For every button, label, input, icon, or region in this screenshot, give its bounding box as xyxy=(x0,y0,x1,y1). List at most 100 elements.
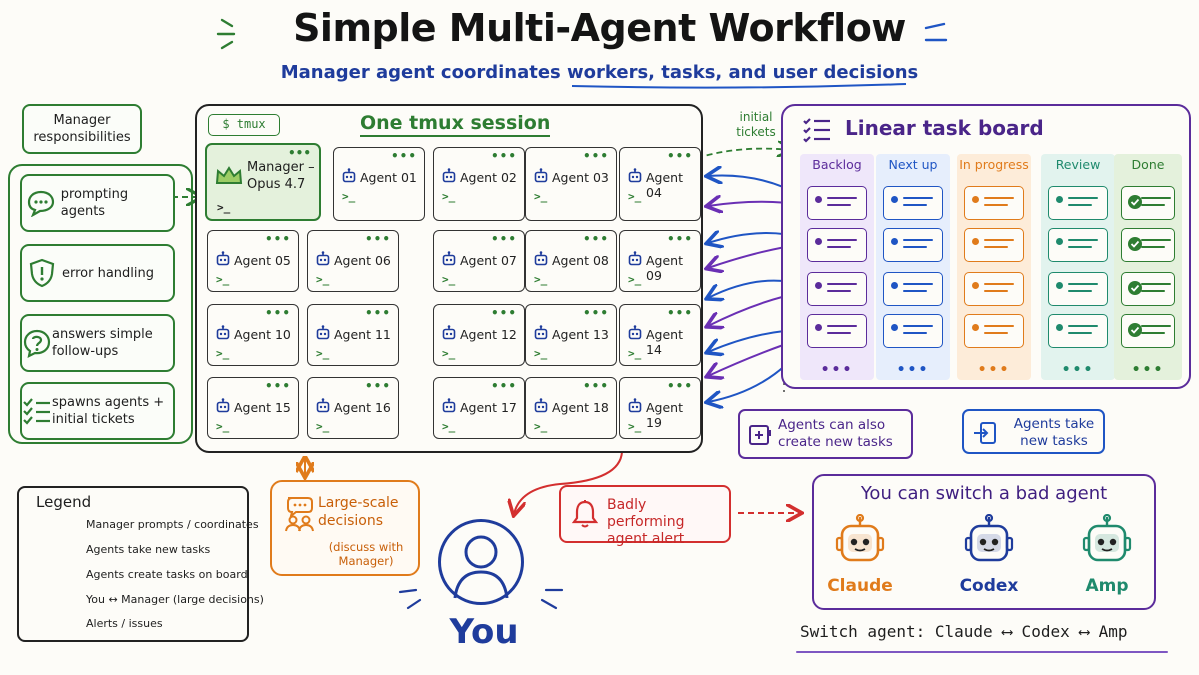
pane-menu-icon: ••• xyxy=(264,306,291,320)
terminal-prompt: >_ xyxy=(628,420,642,433)
robot-icon xyxy=(216,398,230,418)
agent-name: Agent 15 xyxy=(234,400,291,415)
agent-name: Agent 05 xyxy=(234,253,291,268)
agent-name: Agent 08 xyxy=(552,253,609,268)
agent-pane[interactable]: •••Agent 19>_ xyxy=(619,377,701,439)
more-icon: ••• xyxy=(977,362,1011,378)
agent-pane[interactable]: •••Agent 03>_ xyxy=(525,147,617,221)
switch-title: You can switch a bad agent xyxy=(860,483,1108,504)
card-line xyxy=(1141,283,1171,285)
agent-pane[interactable]: •••Agent 06>_ xyxy=(307,230,399,292)
robot-icon xyxy=(534,398,548,418)
terminal-prompt: >_ xyxy=(534,190,548,203)
card-line xyxy=(1141,290,1165,292)
terminal-prompt: >_ xyxy=(442,273,456,286)
initial-tickets-label: initial tickets xyxy=(736,110,776,139)
manager-name: Manager – Opus 4.7 xyxy=(247,160,315,192)
card-dot xyxy=(1056,196,1063,203)
robot-icon xyxy=(316,325,330,345)
agent-pane[interactable]: •••Agent 14>_ xyxy=(619,304,701,366)
agent-name: Agent 04 xyxy=(646,170,683,200)
note-take-tasks: Agents take new tasks xyxy=(962,409,1105,454)
robot-icon xyxy=(628,398,642,418)
card-line xyxy=(903,239,933,241)
card-dot xyxy=(972,238,979,245)
agent-pane[interactable]: •••Agent 12>_ xyxy=(433,304,525,366)
agent-pane[interactable]: •••Agent 18>_ xyxy=(525,377,617,439)
terminal-prompt: >_ xyxy=(342,190,356,203)
task-card[interactable] xyxy=(1121,314,1175,348)
agent-option[interactable]: Amp xyxy=(1085,576,1129,596)
agent-pane[interactable]: •••Agent 16>_ xyxy=(307,377,399,439)
agent-option[interactable]: Codex xyxy=(959,576,1019,596)
pane-menu-icon: ••• xyxy=(264,232,291,246)
agent-name: Agent 11 xyxy=(334,327,391,342)
agent-name: Agent 09 xyxy=(646,253,683,283)
robot-icon xyxy=(534,168,548,188)
task-card[interactable] xyxy=(964,186,1024,220)
legend-item: Agents take new tasks xyxy=(86,543,211,556)
agent-name: Agent 18 xyxy=(552,400,609,415)
card-line xyxy=(827,290,851,292)
board-title: Linear task board xyxy=(845,116,1044,140)
more-icon: ••• xyxy=(1131,362,1165,378)
add-task-icon xyxy=(748,422,774,453)
responsibility-label: answers simple follow-ups xyxy=(52,327,153,359)
task-card[interactable] xyxy=(1121,228,1175,262)
pane-menu-icon: ••• xyxy=(582,232,609,246)
agent-pane[interactable]: •••Agent 08>_ xyxy=(525,230,617,292)
agent-pane[interactable]: •••Agent 04>_ xyxy=(619,147,701,221)
card-dot xyxy=(815,238,822,245)
card-line xyxy=(1068,239,1098,241)
card-dot xyxy=(972,196,979,203)
task-card[interactable] xyxy=(807,314,867,348)
task-card[interactable] xyxy=(964,272,1024,306)
task-card[interactable] xyxy=(1048,228,1108,262)
task-card[interactable] xyxy=(807,228,867,262)
terminal-prompt: >_ xyxy=(628,190,642,203)
card-line xyxy=(984,239,1014,241)
task-card[interactable] xyxy=(883,272,943,306)
task-card[interactable] xyxy=(1121,186,1175,220)
card-line xyxy=(984,204,1008,206)
task-card[interactable] xyxy=(964,228,1024,262)
agent-pane[interactable]: •••Agent 11>_ xyxy=(307,304,399,366)
card-line xyxy=(1141,325,1171,327)
task-card[interactable] xyxy=(883,186,943,220)
agent-pane[interactable]: •••Agent 09>_ xyxy=(619,230,701,292)
agent-pane[interactable]: •••Agent 01>_ xyxy=(333,147,425,221)
agent-name: Agent 12 xyxy=(460,327,517,342)
responsibility-label: prompting agents xyxy=(60,187,129,219)
question-bubble-icon xyxy=(22,328,52,358)
task-card[interactable] xyxy=(1048,272,1108,306)
board-column: In progress••• xyxy=(957,154,1031,380)
robot-icon xyxy=(442,398,456,418)
agent-pane[interactable]: •••Agent 07>_ xyxy=(433,230,525,292)
agent-pane[interactable]: •••Agent 15>_ xyxy=(207,377,299,439)
agent-pane[interactable]: •••Agent 13>_ xyxy=(525,304,617,366)
agent-pane[interactable]: •••Agent 17>_ xyxy=(433,377,525,439)
pane-menu-icon: ••• xyxy=(666,379,693,393)
tmux-title: One tmux session xyxy=(360,112,551,137)
task-card[interactable] xyxy=(883,314,943,348)
manager-pane[interactable]: ••• Manager – Opus 4.7 >_ xyxy=(205,143,321,221)
task-card[interactable] xyxy=(1048,314,1108,348)
task-card[interactable] xyxy=(1048,186,1108,220)
task-card[interactable] xyxy=(964,314,1024,348)
agent-pane[interactable]: •••Agent 10>_ xyxy=(207,304,299,366)
board-column: Next up••• xyxy=(876,154,950,380)
pane-menu-icon: ••• xyxy=(582,379,609,393)
page-title: Simple Multi-Agent Workflow xyxy=(293,6,906,50)
pane-menu-icon: ••• xyxy=(390,149,417,163)
task-card[interactable] xyxy=(883,228,943,262)
agent-name: Agent 02 xyxy=(460,170,517,185)
agent-option[interactable]: Claude xyxy=(827,576,893,596)
responsibility-spawns: spawns agents + initial tickets xyxy=(20,382,175,440)
terminal-prompt: >_ xyxy=(216,420,230,433)
task-card[interactable] xyxy=(1121,272,1175,306)
tmux-tag: $ tmux xyxy=(208,114,280,136)
agent-pane[interactable]: •••Agent 02>_ xyxy=(433,147,525,221)
task-card[interactable] xyxy=(807,186,867,220)
agent-pane[interactable]: •••Agent 05>_ xyxy=(207,230,299,292)
task-card[interactable] xyxy=(807,272,867,306)
